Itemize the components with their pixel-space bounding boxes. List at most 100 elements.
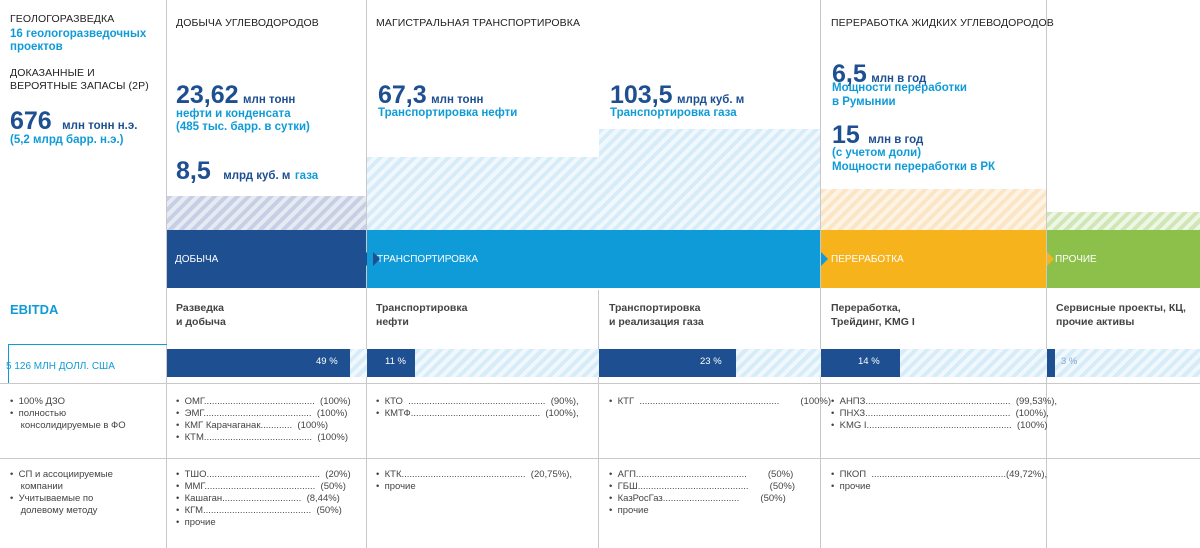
segment-label-refining: Переработка, Трейдинг, KMG I: [831, 301, 915, 329]
row1-label: • 100% ДЗО • полностью консолидируемые в…: [10, 396, 126, 431]
row-divider: [0, 383, 1200, 384]
list-item: АНПЗ....................................…: [839, 396, 1058, 407]
row2-oil-list: • КТК...................................…: [376, 469, 572, 492]
ebitda-pct-refining: 14 %: [858, 356, 880, 367]
refining-hatch: [821, 189, 1046, 230]
segment-line: Транспортировка: [609, 302, 701, 314]
list-item: КМТФ....................................…: [384, 408, 579, 419]
segment-line: Сервисные проекты, КЦ,: [1056, 302, 1186, 314]
gas-transport-unit: млрд куб. м: [677, 94, 745, 106]
ebitda-bar-oil: [367, 349, 415, 377]
list-item: прочие: [839, 481, 871, 492]
list-item: КТО ....................................…: [384, 396, 579, 407]
list-item: ММГ.....................................…: [184, 481, 346, 492]
oil-transport-hatch: [367, 157, 599, 230]
band-transport-label: ТРАНСПОРТИРОВКА: [377, 254, 479, 265]
row1-gas-list: • КТГ ..................................…: [609, 396, 831, 407]
ebitda-pct-production: 49 %: [316, 356, 338, 367]
refining-header: ПЕРЕРАБОТКА ЖИДКИХ УГЛЕВОДОРОДОВ: [831, 17, 1054, 29]
row1-oil-list: • КТО ..................................…: [376, 396, 579, 419]
row2-label-line: компании: [20, 481, 63, 492]
romania-refining-sub1: Мощности переработки: [832, 82, 967, 94]
gas-transport-figure: 103,5 млрд куб. м: [610, 81, 744, 109]
production-header: ДОБЫЧА УГЛЕВОДОРОДОВ: [176, 17, 319, 29]
row2-label-line: Учитываемые по: [18, 493, 94, 504]
oil-transport-sub: Транспортировка нефти: [378, 107, 518, 119]
ebitda-bar-production: [167, 349, 350, 377]
romania-refining-unit: млн в год: [871, 73, 927, 85]
segment-label-other: Сервисные проекты, КЦ, прочие активы: [1056, 301, 1186, 329]
row2-gas-list: • АГП...................................…: [609, 469, 796, 516]
ebitda-pct-other: 3 %: [1061, 356, 1078, 367]
list-item: КТК.....................................…: [384, 469, 572, 480]
list-item: АГП.....................................…: [617, 469, 794, 480]
row1-label-line: 100% ДЗО: [18, 396, 66, 407]
list-item: КТГ ....................................…: [617, 396, 831, 407]
column-divider: [820, 0, 821, 548]
oil-production-figure: 23,62 млн тонн: [176, 81, 295, 109]
reserves-label: ДОКАЗАННЫЕ И ВЕРОЯТНЫЕ ЗАПАСЫ (2Р): [10, 67, 149, 92]
oil-transport-figure: 67,3 млн тонн: [378, 81, 483, 109]
segment-line: Переработка,: [831, 302, 901, 314]
column-divider: [1046, 0, 1047, 548]
band-refining: ПЕРЕРАБОТКА: [821, 230, 1046, 288]
gas-production-sub: газа: [294, 170, 319, 182]
oil-production-value: 23,62: [176, 81, 239, 109]
list-item: КГМ.....................................…: [184, 505, 342, 516]
reserves-figure: 676 млн тонн н.э.: [10, 107, 137, 135]
kz-refining-sub1: (с учетом доли): [832, 147, 922, 159]
list-item: ГБШ.....................................…: [617, 481, 796, 492]
list-item: ПНХЗ....................................…: [839, 408, 1049, 419]
ebitda-bar-refining: [821, 349, 900, 377]
geo-projects: 16 геологоразведочных проектов: [10, 28, 147, 53]
list-item: ПКОП ...................................…: [839, 469, 1048, 480]
list-item: ЭМГ.....................................…: [184, 408, 348, 419]
gas-transport-value: 103,5: [610, 81, 673, 109]
list-item: КМГ Карачаганак............ (100%): [184, 420, 329, 431]
column-divider: [598, 290, 599, 548]
gas-transport-sub: Транспортировка газа: [610, 107, 737, 119]
row1-production-list: • ОМГ...................................…: [176, 396, 351, 443]
kz-refining-value: 15: [832, 121, 860, 149]
row2-production-list: • ТШО...................................…: [176, 469, 351, 528]
geo-header: ГЕОЛОГОРАЗВЕДКА: [10, 13, 115, 25]
list-item: прочие: [184, 517, 216, 528]
oil-transport-unit: млн тонн: [431, 94, 484, 106]
segment-line: прочие активы: [1056, 316, 1135, 328]
row1-refining-list: • АНПЗ..................................…: [831, 396, 1058, 431]
row2-label-line: СП и ассоциируемые: [18, 469, 113, 480]
segment-line: Трейдинг, KMG I: [831, 316, 915, 328]
segment-line: и добыча: [176, 316, 226, 328]
row-divider: [0, 458, 1200, 459]
ebitda-bar-other: [1047, 349, 1055, 377]
romania-refining-sub2: в Румынии: [832, 96, 896, 108]
list-item: прочие: [617, 505, 649, 516]
band-arrow: [821, 252, 828, 266]
list-item: ТШО.....................................…: [184, 469, 351, 480]
ebitda-total-bracket: [8, 344, 167, 383]
other-hatch: [1047, 212, 1200, 230]
transport-header: МАГИСТРАЛЬНАЯ ТРАНСПОРТИРОВКА: [376, 17, 581, 29]
list-item: КазРосГаз............................. (…: [617, 493, 786, 504]
segment-line: Разведка: [176, 302, 224, 314]
row2-label-line: долевому методу: [20, 505, 98, 516]
list-item: Кашаган.............................. (8…: [184, 493, 340, 504]
oil-production-unit: млн тонн: [243, 94, 296, 106]
band-other-label: ПРОЧИЕ: [1055, 254, 1097, 265]
gas-transport-hatch: [599, 129, 820, 230]
oil-production-sub1: нефти и конденсата: [176, 108, 291, 120]
ebitda-pct-gas: 23 %: [700, 356, 722, 367]
segment-label-production: Разведка и добыча: [176, 301, 226, 329]
kz-refining-sub2: Мощности переработки в РК: [832, 161, 996, 173]
list-item: ОМГ.....................................…: [184, 396, 351, 407]
row1-label-line: полностью: [18, 408, 67, 419]
reserves-value: 676: [10, 107, 52, 135]
band-transport: ТРАНСПОРТИРОВКА: [367, 230, 820, 288]
band-arrow: [1047, 252, 1054, 266]
segment-line: Транспортировка: [376, 302, 468, 314]
reserves-unit: млн тонн н.э.: [62, 120, 138, 132]
list-item: KMG I...................................…: [839, 420, 1048, 431]
reserves-sub: (5,2 млрд барр. н.э.): [10, 134, 124, 146]
